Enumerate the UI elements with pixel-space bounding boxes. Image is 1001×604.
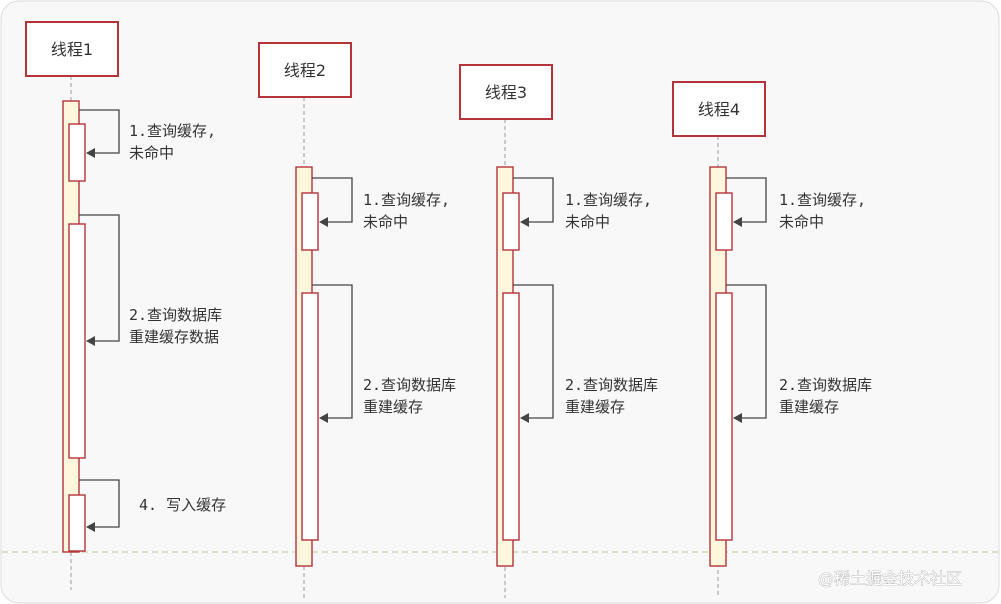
message-label-t3-2-line1: 2.查询数据库 <box>565 376 658 394</box>
message-label-t3-1-line1: 1.查询缓存, <box>565 191 652 209</box>
self-message-arrow-t1-2 <box>79 214 120 346</box>
message-label-t2-1-line1: 1.查询缓存, <box>363 191 450 209</box>
watermark-text: @稀土掘金技术社区 <box>818 569 962 588</box>
thread-header-label-t2: 线程2 <box>284 61 326 80</box>
message-label-t2-1-line2: 未命中 <box>363 213 408 231</box>
lane-t3: 线程3 1.查询缓存, 未命中 2.查询数据库 重建缓存 <box>459 64 658 598</box>
lane-t1: 线程1 1.查询缓存, 未命中 2.查询数据库 重建缓存数据 4. 写入缓存 <box>25 21 226 590</box>
thread-header-box-t3 <box>459 64 553 120</box>
message-label-t4-2-line2: 重建缓存 <box>779 398 839 416</box>
nested-activation-t1-1 <box>68 123 86 182</box>
nested-activation-t1-2 <box>68 223 86 459</box>
nested-activation-t3-1 <box>502 192 520 251</box>
self-message-arrow-t4-2 <box>726 284 767 423</box>
lane-t2: 线程2 1.查询缓存, 未命中 2.查询数据库 重建缓存 <box>258 42 456 598</box>
self-message-arrow-t1-3 <box>79 479 120 532</box>
message-label-t1-2-line2: 重建缓存数据 <box>129 328 219 346</box>
self-message-arrow-t4-1 <box>726 177 767 227</box>
message-label-t1-2-line1: 2.查询数据库 <box>129 306 222 324</box>
nested-activation-t2-2 <box>301 292 319 541</box>
self-message-arrow-t3-2 <box>513 284 554 423</box>
message-label-t3-2-line2: 重建缓存 <box>565 398 625 416</box>
lane-t4: 线程4 1.查询缓存, 未命中 2.查询数据库 重建缓存 <box>672 81 872 598</box>
message-label-t3-1-line2: 未命中 <box>565 213 610 231</box>
nested-activation-t4-1 <box>715 192 733 251</box>
message-label-t4-1-line2: 未命中 <box>779 213 824 231</box>
thread-header-box-t2 <box>258 42 352 98</box>
message-label-t1-1-line1: 1.查询缓存, <box>129 122 216 140</box>
thread-header-box-t1 <box>25 21 119 77</box>
thread-header-box-t4 <box>672 81 766 137</box>
message-label-t2-2-line2: 重建缓存 <box>363 398 423 416</box>
message-label-t1-1-line2: 未命中 <box>129 144 174 162</box>
self-message-arrow-t1-1 <box>79 109 120 158</box>
nested-activation-t4-2 <box>715 292 733 541</box>
self-message-arrow-t3-1 <box>513 177 554 227</box>
self-message-arrow-t2-1 <box>312 177 353 227</box>
message-label-t2-2-line1: 2.查询数据库 <box>363 376 456 394</box>
message-label-t4-1-line1: 1.查询缓存, <box>779 191 866 209</box>
message-label-t4-2-line1: 2.查询数据库 <box>779 376 872 394</box>
nested-activation-t1-3 <box>68 494 86 552</box>
thread-header-label-t3: 线程3 <box>485 83 527 102</box>
nested-activation-t3-2 <box>502 292 520 541</box>
self-message-arrow-t2-2 <box>312 284 353 423</box>
message-label-t1-3-line1: 4. 写入缓存 <box>139 496 226 514</box>
nested-activation-t2-1 <box>301 192 319 251</box>
thread-header-label-t4: 线程4 <box>698 100 740 119</box>
thread-header-label-t1: 线程1 <box>51 40 93 59</box>
